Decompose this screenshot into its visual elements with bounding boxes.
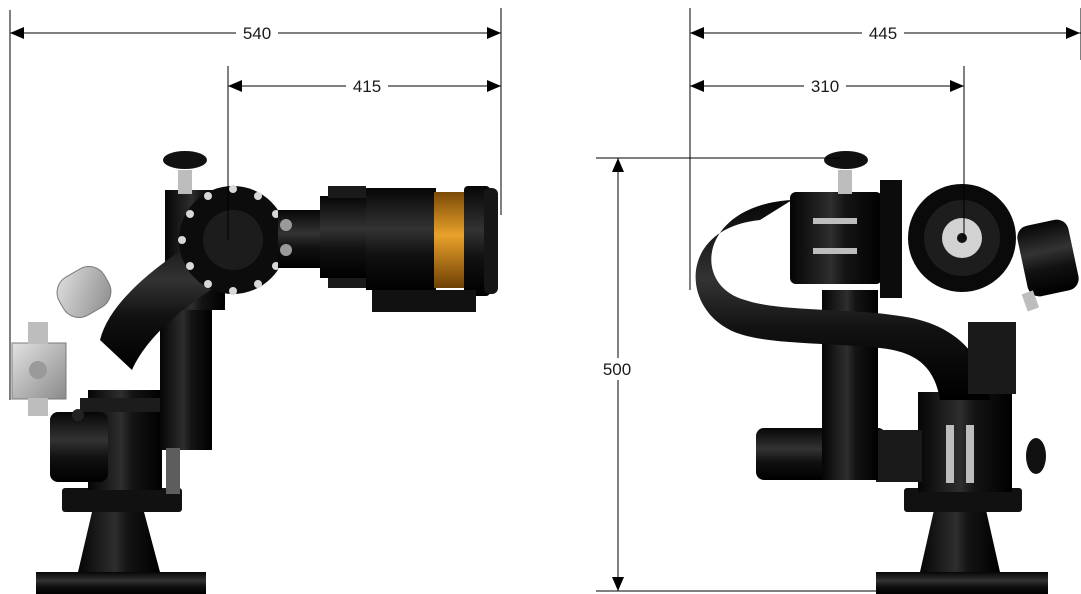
front-valve-block: [790, 192, 882, 284]
front-pedestal: [920, 510, 1000, 572]
nozzle-orange-band: [434, 192, 466, 288]
handwheel-knob-icon: [163, 151, 207, 169]
arrowhead-310-right: [950, 80, 964, 92]
pressure-gauge: [56, 266, 112, 318]
dimension-label-415: 415: [353, 77, 381, 96]
arrowhead-445-right: [1066, 27, 1080, 39]
front-side-knob-icon: [1026, 438, 1046, 474]
motor-box: [50, 412, 108, 482]
rear-column: [160, 300, 212, 450]
arrowhead-500-bottom: [612, 577, 624, 591]
dimension-label-445: 445: [869, 24, 897, 43]
label-bg-310: [804, 76, 846, 98]
arrowhead-310-left: [690, 80, 704, 92]
arrowhead-540-left: [10, 27, 24, 39]
label-bg-540: [236, 22, 278, 44]
dimension-label-500: 500: [603, 360, 631, 379]
junction-port-icon: [29, 361, 47, 379]
arrowhead-445-left: [690, 27, 704, 39]
motor-bolt-icon: [72, 409, 84, 421]
front-base-plate: [876, 572, 1048, 594]
arrowhead-540-right: [487, 27, 501, 39]
nozzle-tip: [464, 186, 490, 296]
label-bg-415: [346, 76, 388, 98]
pedestal: [78, 512, 160, 572]
arrowhead-500-top: [612, 158, 624, 172]
front-side-actuator: [1017, 219, 1079, 297]
label-bg-500: [596, 358, 638, 380]
front-s-pipe: [695, 200, 990, 400]
base-plate: [36, 572, 206, 594]
dimension-arrowheads: [10, 27, 1080, 591]
nozzle-barrel: [278, 210, 324, 268]
nozzle-sleeve: [366, 188, 436, 290]
front-lower-body: [918, 392, 1012, 492]
label-bg-445: [862, 22, 904, 44]
arrowhead-415-right: [487, 80, 501, 92]
arrowhead-415-left: [228, 80, 242, 92]
front-handwheel-knob-icon: [824, 151, 868, 169]
dimension-label-540: 540: [243, 24, 271, 43]
dimension-label-310: 310: [811, 77, 839, 96]
front-view-monitor: [695, 151, 1079, 594]
side-view-monitor: [11, 151, 498, 594]
lower-flange: [62, 488, 182, 512]
nozzle-body: [320, 196, 370, 278]
body-collar: [80, 398, 170, 412]
